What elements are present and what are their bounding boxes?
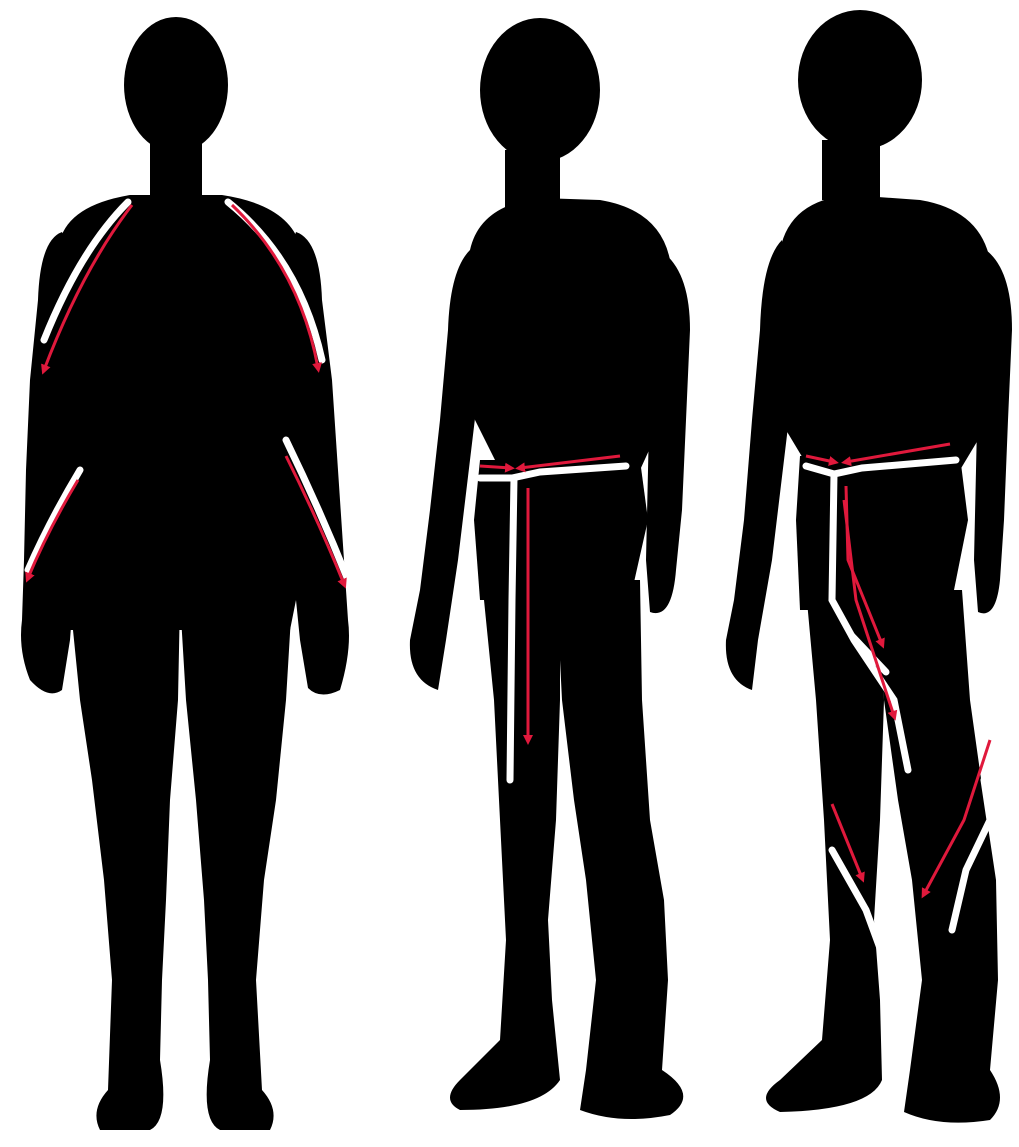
figure-illustration bbox=[0, 0, 1019, 1147]
seam-diagram bbox=[0, 0, 1019, 1147]
